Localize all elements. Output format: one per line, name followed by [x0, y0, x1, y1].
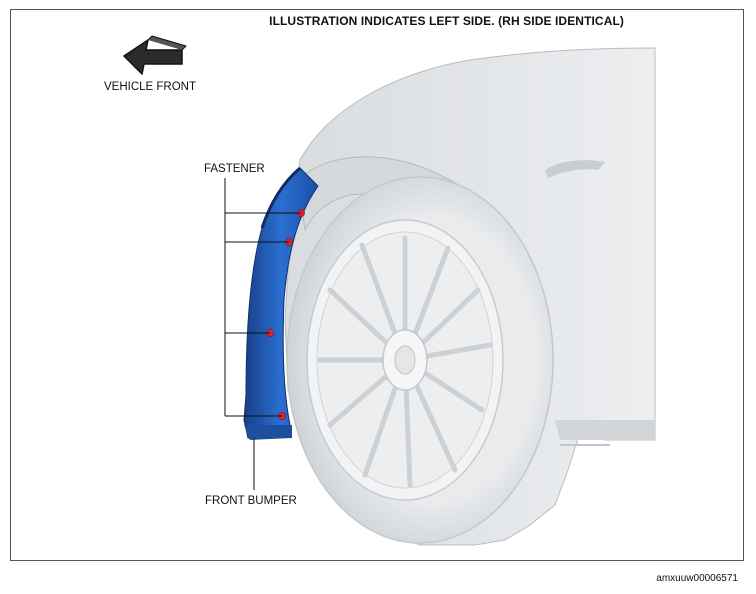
front-bumper-part	[243, 166, 319, 440]
fastener-leader-lines	[224, 178, 301, 417]
figure-id: amxuuw00006571	[656, 573, 738, 584]
front-bumper-label: FRONT BUMPER	[205, 495, 297, 507]
wheel-hub	[382, 329, 428, 391]
diagram-title: ILLUSTRATION INDICATES LEFT SIDE. (RH SI…	[269, 14, 624, 28]
fastener-label: FASTENER	[204, 163, 265, 175]
arrow-left-icon	[123, 35, 187, 75]
vehicle-front-label: VEHICLE FRONT	[104, 81, 197, 93]
